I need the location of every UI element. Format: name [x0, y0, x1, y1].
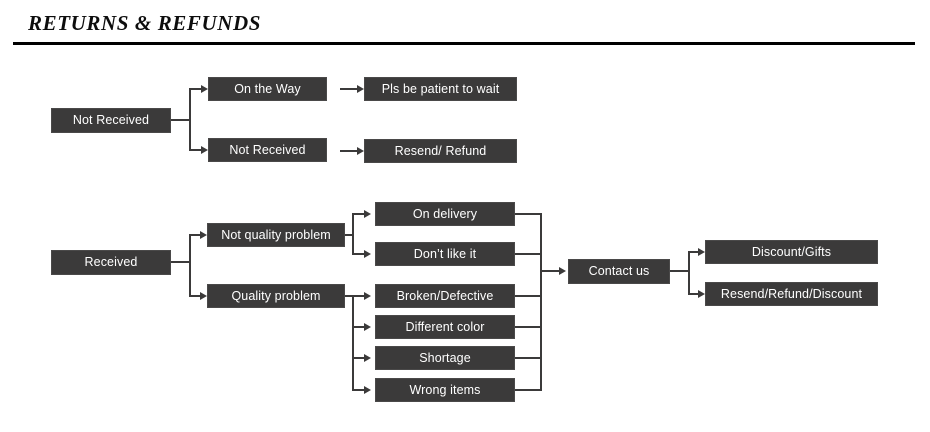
- arrowhead-quality-problem: [200, 291, 207, 300]
- arrowhead-discount-gifts: [698, 247, 705, 256]
- node-wrong-items[interactable]: Wrong items: [375, 378, 515, 402]
- connector-root2-split: [189, 234, 191, 296]
- node-different-color[interactable]: Different color: [375, 315, 515, 339]
- connector-merge-to-contactus: [540, 270, 561, 272]
- node-on-the-way[interactable]: On the Way: [208, 77, 327, 101]
- connector-dontlike-merge: [515, 253, 542, 255]
- connector-root1-stub: [171, 119, 191, 121]
- node-contact-us[interactable]: Contact us: [568, 259, 670, 284]
- node-pls-be-patient-to-wait[interactable]: Pls be patient to wait: [364, 77, 517, 101]
- node-received-root[interactable]: Received: [51, 250, 171, 275]
- connector-quality-to-color: [352, 326, 366, 328]
- node-discount-gifts[interactable]: Discount/Gifts: [705, 240, 878, 264]
- arrowhead-resend-refund: [357, 146, 364, 155]
- node-not-received-root[interactable]: Not Received: [51, 108, 171, 133]
- connector-ontheway-to-wait: [340, 88, 360, 90]
- connector-root1-to-notreceived: [189, 149, 203, 151]
- arrowhead-resend-refund-discount: [698, 289, 705, 298]
- node-quality-problem[interactable]: Quality problem: [207, 284, 345, 308]
- arrowhead-not-quality-problem: [200, 230, 207, 239]
- connector-contactus-to-discount: [688, 251, 700, 253]
- arrowhead-wrong-items: [364, 385, 371, 394]
- page-title: RETURNS & REFUNDS: [28, 11, 262, 35]
- connector-color-merge: [515, 326, 542, 328]
- connector-notreceived-to-resend: [340, 150, 360, 152]
- node-on-delivery[interactable]: On delivery: [375, 202, 515, 226]
- connector-root2-stub: [171, 261, 191, 263]
- arrowhead-shortage: [364, 353, 371, 362]
- node-shortage[interactable]: Shortage: [375, 346, 515, 370]
- node-resend-refund[interactable]: Resend/ Refund: [364, 139, 517, 163]
- node-not-received-option[interactable]: Not Received: [208, 138, 327, 162]
- arrowhead-contact-us: [559, 266, 566, 275]
- connector-broken-merge: [515, 295, 542, 297]
- node-not-quality-problem[interactable]: Not quality problem: [207, 223, 345, 247]
- connector-notquality-to-ondelivery: [352, 213, 366, 215]
- connector-merge-trunk: [540, 213, 542, 391]
- arrowhead-pls-be-patient: [357, 84, 364, 93]
- node-resend-refund-discount[interactable]: Resend/Refund/Discount: [705, 282, 878, 306]
- connector-quality-to-shortage: [352, 357, 366, 359]
- connector-notquality-to-dontlike: [352, 253, 366, 255]
- connector-root1-to-ontheway: [189, 88, 203, 90]
- connector-quality-trunk: [352, 295, 354, 390]
- connector-contactus-stub: [670, 270, 690, 272]
- arrowhead-notreceived2: [201, 145, 208, 154]
- arrowhead-ontheway: [201, 84, 208, 93]
- connector-notquality-stub: [345, 234, 354, 236]
- node-broken-defective[interactable]: Broken/Defective: [375, 284, 515, 308]
- connector-contactus-to-resend: [688, 293, 700, 295]
- arrowhead-on-delivery: [364, 209, 371, 218]
- connector-quality-to-wrongitems: [352, 389, 366, 391]
- arrowhead-broken-defective: [364, 291, 371, 300]
- connector-ondelivery-merge: [515, 213, 542, 215]
- connector-root2-to-quality: [189, 295, 202, 297]
- node-dont-like-it[interactable]: Don’t like it: [375, 242, 515, 266]
- connector-root2-to-notquality: [189, 234, 202, 236]
- connector-contactus-split: [688, 251, 690, 294]
- connector-wrongitems-merge: [515, 389, 542, 391]
- arrowhead-dont-like-it: [364, 249, 371, 258]
- connector-notquality-trunk: [352, 213, 354, 255]
- title-underline: [13, 42, 915, 45]
- connector-shortage-merge: [515, 357, 542, 359]
- connector-quality-to-broken: [352, 295, 366, 297]
- connector-quality-stub: [345, 295, 354, 297]
- arrowhead-different-color: [364, 322, 371, 331]
- connector-root1-split: [189, 89, 191, 151]
